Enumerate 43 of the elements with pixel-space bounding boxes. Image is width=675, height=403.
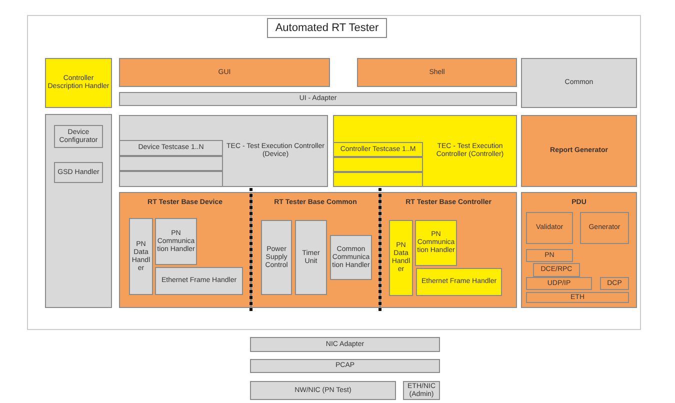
component-box bbox=[251, 192, 380, 308]
component-box bbox=[54, 125, 103, 148]
component-box bbox=[250, 337, 440, 352]
component-box bbox=[250, 359, 440, 373]
component-box bbox=[155, 267, 243, 295]
component-box bbox=[526, 277, 592, 290]
frame-box bbox=[27, 15, 641, 330]
component-box bbox=[526, 249, 573, 262]
component-box bbox=[119, 115, 328, 187]
component-box bbox=[403, 381, 440, 400]
container-box bbox=[45, 114, 112, 308]
component-box bbox=[295, 220, 327, 295]
component-box bbox=[521, 115, 637, 187]
component-box bbox=[533, 263, 580, 277]
component-box bbox=[119, 192, 251, 308]
component-box bbox=[261, 220, 292, 295]
component-box bbox=[526, 292, 629, 303]
component-box bbox=[250, 381, 396, 400]
container-box bbox=[333, 157, 423, 172]
title: Automated RT Tester bbox=[267, 18, 387, 38]
component-box bbox=[580, 212, 629, 244]
component-box bbox=[129, 218, 153, 295]
container-box bbox=[333, 172, 423, 187]
component-box bbox=[416, 268, 502, 296]
component-box bbox=[526, 212, 573, 244]
component-box bbox=[119, 140, 223, 156]
component-box bbox=[54, 162, 103, 183]
component-box bbox=[521, 192, 637, 308]
component-box bbox=[600, 277, 629, 290]
component-box bbox=[333, 115, 517, 187]
component-box bbox=[45, 58, 112, 108]
component-box bbox=[357, 58, 517, 87]
container-box bbox=[119, 171, 223, 187]
component-box bbox=[155, 218, 197, 265]
component-box bbox=[119, 58, 330, 87]
component-box bbox=[521, 58, 637, 108]
component-box bbox=[330, 235, 372, 280]
component-box bbox=[415, 220, 457, 266]
container-box bbox=[119, 156, 223, 171]
component-box bbox=[333, 142, 423, 157]
component-box bbox=[389, 220, 413, 296]
component-box bbox=[119, 92, 517, 106]
component-box bbox=[380, 192, 517, 308]
